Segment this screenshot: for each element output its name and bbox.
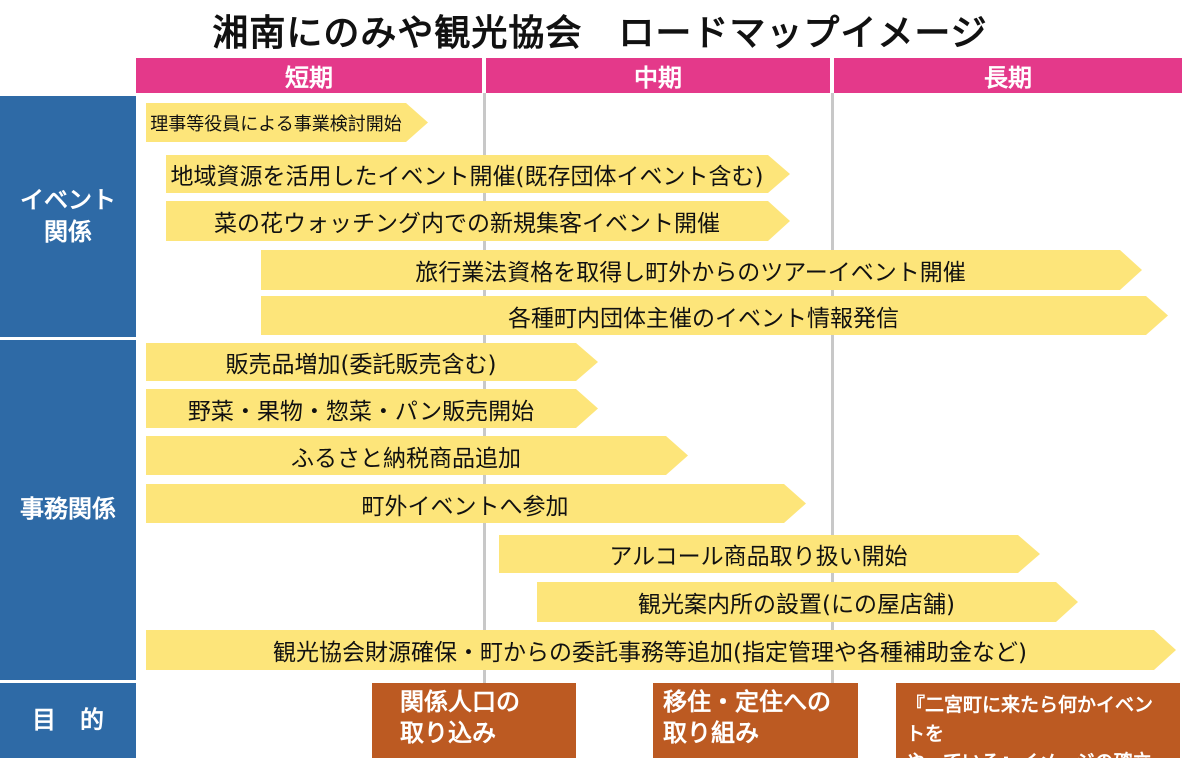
roadmap-item: 旅行業法資格を取得し町外からのツアーイベント開催 xyxy=(261,250,1142,290)
goal-line: 取り組み xyxy=(663,719,759,748)
goal-line: やっている』イメージの確立 xyxy=(906,748,1170,758)
roadmap-item: アルコール商品取り扱い開始 xyxy=(499,535,1040,573)
roadmap-item: 地域資源を活用したイベント開催(既存団体イベント含む) xyxy=(166,155,790,193)
roadmap-item: 理事等役員による事業検討開始 xyxy=(146,103,428,142)
roadmap-item: 観光協会財源確保・町からの委託事務等追加(指定管理や各種補助金など) xyxy=(146,630,1176,670)
period-mid: 中期 xyxy=(486,58,830,93)
period-long: 長期 xyxy=(834,58,1182,93)
goal-box: 『二宮町に来たら何かイベントをやっている』イメージの確立 xyxy=(896,683,1180,758)
goal-line: 取り込み xyxy=(400,719,496,748)
goal-line: 関係人口の xyxy=(400,688,520,716)
category-event: イベント 関係 xyxy=(0,96,136,337)
goal-line: 『二宮町に来たら何かイベントを xyxy=(906,694,1154,745)
category-purpose: 目 的 xyxy=(0,683,136,758)
roadmap-item: 観光案内所の設置(にの屋店舗) xyxy=(537,582,1078,622)
title-sub: ロードマップイメージ xyxy=(618,13,988,54)
period-short: 短期 xyxy=(136,58,482,93)
roadmap-item: 町外イベントへ参加 xyxy=(146,484,806,523)
roadmap-item: 各種町内団体主催のイベント情報発信 xyxy=(261,296,1168,335)
roadmap-item: 野菜・果物・惣菜・パン販売開始 xyxy=(146,389,598,428)
goal-box: 移住・定住への取り組み xyxy=(653,683,858,758)
goal-line: 移住・定住への xyxy=(663,688,831,716)
divider-mid-long xyxy=(831,93,834,690)
title-main: 湘南にのみや観光協会 xyxy=(212,13,583,54)
roadmap-item: 菜の花ウォッチング内での新規集客イベント開催 xyxy=(166,201,790,241)
roadmap-item: 販売品増加(委託販売含む) xyxy=(146,343,598,381)
page-title: 湘南にのみや観光協会ロードマップイメージ xyxy=(0,4,1200,56)
roadmap-item: ふるさと納税商品追加 xyxy=(146,436,688,475)
goal-box: 関係人口の取り込み xyxy=(372,683,576,758)
category-office: 事務関係 xyxy=(0,340,136,680)
